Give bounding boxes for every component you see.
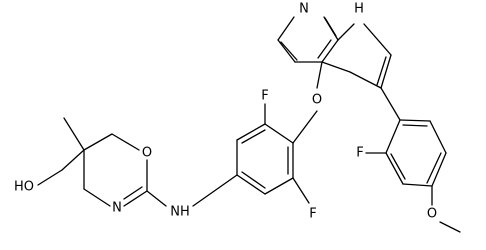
bond (439, 221, 461, 233)
bond (280, 41, 298, 61)
bond (277, 16, 295, 41)
bond (385, 119, 401, 154)
hydroxyl-label: HO (14, 180, 34, 195)
bond (402, 124, 428, 127)
bond (426, 152, 442, 184)
bond (376, 56, 387, 86)
fluorine-aryl-label: F (356, 146, 363, 161)
bond (37, 169, 63, 186)
bond (146, 190, 167, 207)
bond (337, 23, 355, 41)
bond (402, 183, 433, 187)
oxazine-nitrogen-label: N (112, 201, 122, 216)
bond (317, 39, 332, 59)
amine-nh-label: NH (170, 205, 190, 220)
bond (292, 177, 310, 204)
methoxy-oxygen-label: O (427, 207, 437, 222)
bond (236, 174, 266, 195)
pyridine-nitrogen-label: N (299, 2, 309, 17)
fluorine-bottom-label: F (309, 207, 316, 222)
bond (321, 39, 339, 63)
bond (123, 190, 148, 207)
bond (316, 61, 323, 89)
bond (264, 123, 294, 144)
bond (83, 188, 111, 207)
bond (111, 133, 140, 151)
bond (321, 61, 351, 73)
bond (61, 149, 85, 171)
bond (431, 152, 447, 187)
bond (390, 153, 406, 180)
bond (264, 177, 294, 195)
pyrrole-hydrogen-label: H (354, 2, 364, 17)
bond (363, 23, 392, 56)
bond (292, 110, 318, 144)
bond (380, 87, 401, 121)
oxazine-oxygen-label: O (142, 146, 152, 161)
bond (399, 119, 431, 122)
fluorine-top-label: F (261, 89, 268, 104)
bond (277, 39, 296, 63)
bond (385, 152, 404, 185)
bond (349, 71, 382, 89)
bond (241, 129, 266, 144)
bond (380, 54, 392, 89)
bond (192, 174, 238, 207)
ether-oxygen-label: O (312, 93, 322, 108)
bond (324, 17, 337, 37)
atom-labels: N H N O F F F O NH N O HO (14, 2, 437, 222)
bond (429, 120, 447, 154)
bonds (37, 16, 461, 233)
bond (63, 117, 85, 151)
bond (241, 171, 266, 189)
bond (83, 133, 113, 151)
bond (123, 186, 143, 200)
bond (236, 123, 266, 141)
